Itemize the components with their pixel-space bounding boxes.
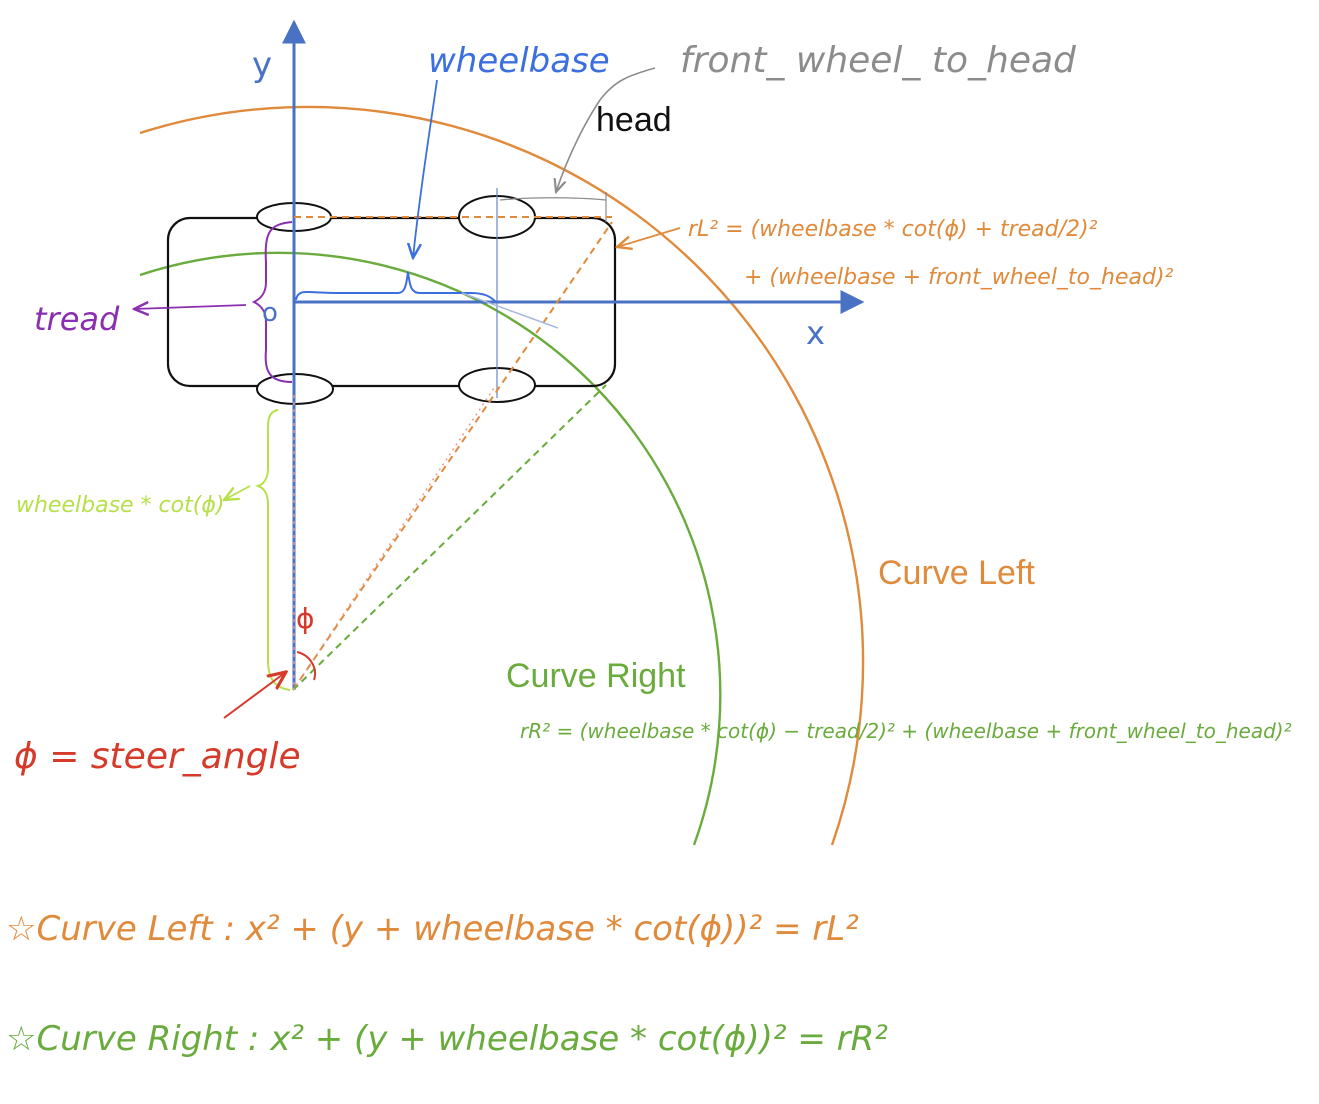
front-wheel-to-head-pointer <box>556 67 656 192</box>
steer-angle-arc <box>296 651 316 681</box>
rr-formula: rR² = (wheelbase * cot(ϕ) − tread/2)² + … <box>520 719 1292 743</box>
x-axis-label: x <box>806 314 825 352</box>
wheelbase-cot-pointer <box>224 485 251 500</box>
wheelbase-pointer <box>413 79 438 258</box>
curve-right-equation: ☆Curve Right : x² + (y + wheelbase * cot… <box>6 1019 888 1059</box>
tread-label: tread <box>34 300 120 338</box>
rl-formula-pointer <box>617 227 681 247</box>
wheelbase-label: wheelbase <box>428 41 610 81</box>
steer-angle-pointer <box>223 672 286 719</box>
tread-brace <box>251 221 293 383</box>
phi-label: ϕ <box>296 602 314 635</box>
wheelbase-brace <box>295 271 497 303</box>
curve-left-label: Curve Left <box>878 554 1035 592</box>
radius-left-line <box>292 221 613 691</box>
front-wheel-radius-line <box>292 384 497 691</box>
wheelbase-tangent <box>461 292 559 329</box>
curve-left-equation: ☆Curve Left : x² + (y + wheelbase * cot(… <box>6 909 859 949</box>
y-axis-label: y <box>252 45 272 85</box>
front-wheel-to-head-bracket <box>499 197 607 201</box>
rl-formula-line1: rL² = (wheelbase * cot(ϕ) + tread/2)² <box>688 217 1098 242</box>
steer-angle-label: ϕ = steer_angle <box>14 736 301 777</box>
wheelbase-cot-label: wheelbase * cot(ϕ) <box>16 493 224 518</box>
origin-label: o <box>262 298 278 328</box>
tread-pointer <box>134 305 247 309</box>
rl-formula-line2: + (wheelbase + front_wheel_to_head)² <box>744 265 1174 290</box>
curve-left-arc <box>139 105 865 846</box>
radius-right-line <box>292 384 607 691</box>
curve-right-label: Curve Right <box>506 657 686 695</box>
head-label: head <box>596 101 672 139</box>
wheelbase-cot-brace <box>254 409 291 691</box>
front-wheel-to-head-label: front_ wheel_ to_head <box>680 40 1077 81</box>
